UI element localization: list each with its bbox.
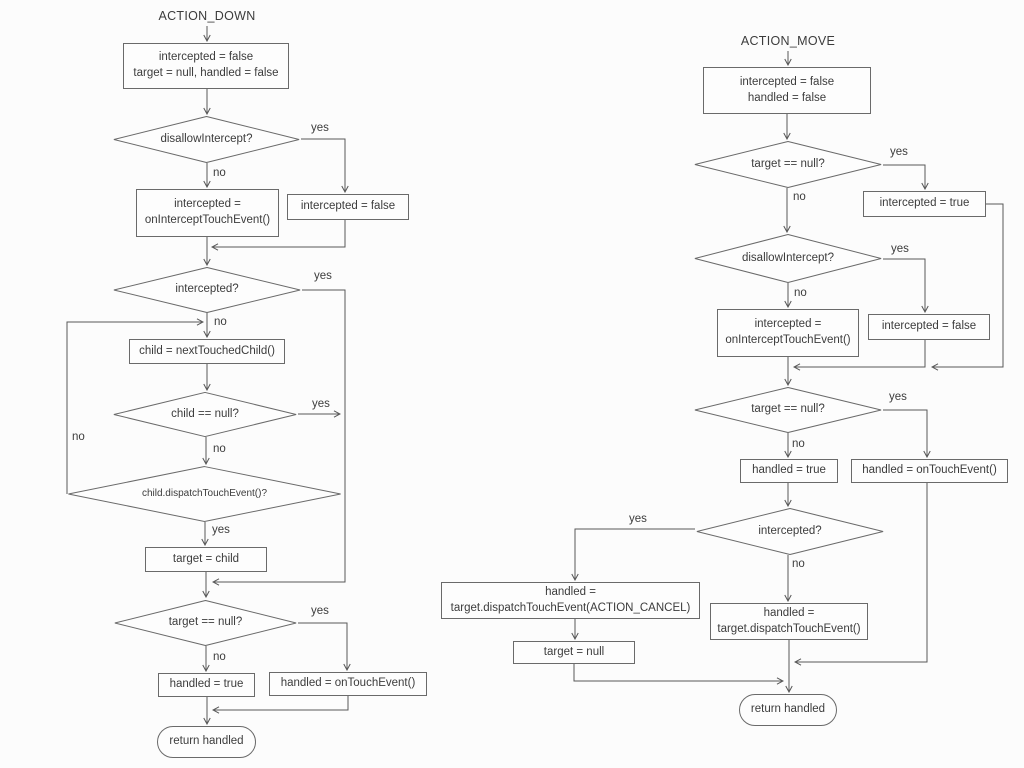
- edge-label-no: no: [793, 191, 806, 203]
- node-down-handled-ontouch: handled = onTouchEvent(): [269, 672, 427, 696]
- edge-down-d1-yes: [301, 138, 349, 194]
- decision-down-child-dispatch: child.dispatchTouchEvent()?: [67, 466, 342, 522]
- node-move-intercepted-false: intercepted = false: [868, 314, 990, 340]
- diamond-shape: [693, 141, 883, 188]
- node-move-handled-ontouch: handled = onTouchEvent(): [851, 459, 1008, 483]
- edge-label-no: no: [213, 651, 226, 663]
- diamond-shape: [112, 116, 301, 163]
- edge-down-d5-yes: [298, 622, 351, 672]
- diamond-shape: [693, 387, 883, 433]
- node-move-return-handled: return handled: [739, 694, 837, 726]
- node-move-init: intercepted = false handled = false: [703, 67, 871, 114]
- edge-label-yes: yes: [311, 122, 329, 134]
- edge-down-d4-no-loop: [66, 318, 205, 494]
- edge-label-yes: yes: [314, 270, 332, 282]
- flow-title-action-down: ACTION_DOWN: [158, 9, 256, 23]
- decision-move-target-null-2: target == null?: [693, 387, 883, 433]
- edge-down-ontouch-merge: [211, 696, 349, 714]
- edge-move-d1-yes: [883, 164, 929, 191]
- node-down-target-child: target = child: [145, 547, 267, 572]
- diamond-shape: [693, 234, 883, 283]
- diamond-shape: [695, 508, 885, 555]
- edge-label-yes: yes: [312, 398, 330, 410]
- decision-label: disallowIntercept?: [741, 251, 835, 264]
- edge-label-no: no: [213, 167, 226, 179]
- edge-label-yes: yes: [212, 524, 230, 536]
- edge-label-no: no: [794, 287, 807, 299]
- edge-move-d2-yes: [883, 258, 929, 314]
- node-move-target-null-set: target = null: [513, 641, 635, 664]
- decision-move-intercepted: intercepted?: [695, 508, 885, 555]
- edge-label-no: no: [792, 558, 805, 570]
- node-down-on-intercept: intercepted = onInterceptTouchEvent(): [136, 189, 279, 237]
- edge-label-yes: yes: [890, 146, 908, 158]
- edge-down-interceptedfalse-merge: [210, 220, 346, 251]
- edge-move-d4-yes: [571, 528, 695, 582]
- node-down-next-child: child = nextTouchedChild(): [129, 339, 285, 364]
- diamond-shape: [112, 267, 302, 313]
- node-move-dispatch-cancel: handled = target.dispatchTouchEvent(ACTI…: [441, 582, 700, 619]
- edge-label-no: no: [72, 431, 85, 443]
- decision-label: child.dispatchTouchEvent()?: [141, 488, 268, 500]
- decision-label: target == null?: [751, 157, 825, 170]
- edge-move-d3-yes: [883, 409, 931, 459]
- node-move-handled-true: handled = true: [740, 459, 838, 483]
- edge-label-yes: yes: [891, 243, 909, 255]
- decision-move-target-null-1: target == null?: [693, 141, 883, 188]
- diamond-shape: [67, 466, 342, 522]
- edge-down-d2-yes-long: [211, 289, 346, 586]
- edge-move-targetnull-merge: [573, 664, 785, 685]
- edge-move-interceptedtrue-merge: [930, 203, 1004, 371]
- decision-label: intercepted?: [758, 524, 822, 537]
- edge-label-yes: yes: [889, 391, 907, 403]
- decision-down-intercepted: intercepted?: [112, 267, 302, 313]
- edge-move-interceptedfalse-merge: [792, 340, 926, 371]
- node-move-intercepted-true: intercepted = true: [863, 191, 986, 217]
- flow-title-action-move: ACTION_MOVE: [740, 34, 836, 48]
- edge-label-yes: yes: [629, 513, 647, 525]
- decision-label: target == null?: [168, 616, 243, 629]
- node-move-dispatch: handled = target.dispatchTouchEvent(): [710, 603, 868, 640]
- decision-label: disallowIntercept?: [160, 132, 253, 145]
- edge-label-no: no: [213, 443, 226, 455]
- node-down-handled-true: handled = true: [158, 673, 255, 697]
- decision-down-target-null: target == null?: [113, 600, 298, 646]
- node-down-init: intercepted = false target = null, handl…: [123, 43, 289, 89]
- edge-label-yes: yes: [311, 605, 329, 617]
- diamond-shape: [113, 600, 298, 646]
- decision-label: target == null?: [751, 403, 825, 416]
- decision-label: intercepted?: [175, 283, 239, 296]
- decision-down-disallow-intercept: disallowIntercept?: [112, 116, 301, 163]
- node-move-on-intercept: intercepted = onInterceptTouchEvent(): [717, 309, 859, 357]
- node-down-return-handled: return handled: [157, 726, 256, 758]
- edge-move-ontouch-merge: [793, 483, 928, 666]
- decision-label: child == null?: [171, 407, 239, 420]
- edge-label-no: no: [214, 316, 227, 328]
- decision-down-child-null: child == null?: [112, 392, 298, 437]
- node-down-intercepted-false: intercepted = false: [287, 194, 409, 220]
- decision-move-disallow-intercept: disallowIntercept?: [693, 234, 883, 283]
- edge-label-no: no: [792, 438, 805, 450]
- diamond-shape: [112, 392, 298, 437]
